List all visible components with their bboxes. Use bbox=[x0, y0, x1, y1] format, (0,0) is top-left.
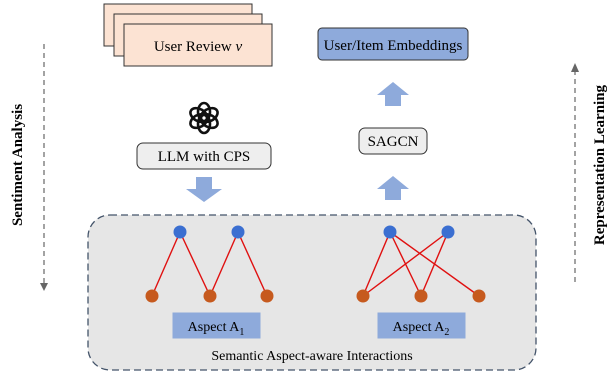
review-label: User Review v bbox=[154, 39, 243, 55]
sagcn-label: SAGCN bbox=[368, 134, 419, 150]
right-arrow-head bbox=[571, 63, 579, 72]
sagcn-box bbox=[358, 127, 428, 155]
embeddings-label: User/Item Embeddings bbox=[324, 38, 463, 54]
aspect-1-box bbox=[172, 312, 261, 339]
region-caption: Semantic Aspect-aware Interactions bbox=[211, 349, 412, 364]
left-arrow-head bbox=[40, 283, 48, 291]
item-node bbox=[260, 289, 274, 303]
aspect-1-label: Aspect A1 bbox=[188, 320, 245, 338]
edge bbox=[179, 231, 211, 297]
edge bbox=[209, 231, 239, 297]
review-card bbox=[123, 23, 273, 67]
left-label: Sentiment Analysis bbox=[10, 104, 26, 226]
user-node bbox=[173, 225, 187, 239]
aspect-2-graph bbox=[356, 225, 486, 303]
user-node bbox=[441, 225, 455, 239]
openai-logo-icon bbox=[189, 101, 219, 135]
up-arrow-embeddings bbox=[377, 82, 409, 106]
aspect-2-label: Aspect A2 bbox=[393, 320, 450, 338]
aspect-2-box bbox=[377, 312, 466, 339]
review-stack: User Review v bbox=[103, 3, 273, 67]
item-node bbox=[356, 289, 370, 303]
right-label: Representation Learning bbox=[592, 84, 608, 245]
up-arrow-sagcn bbox=[377, 176, 409, 200]
edge bbox=[420, 231, 449, 297]
llm-box bbox=[136, 142, 272, 170]
user-node bbox=[231, 225, 245, 239]
item-node bbox=[203, 289, 217, 303]
edge bbox=[237, 231, 268, 297]
embeddings-box bbox=[317, 27, 469, 61]
llm-label: LLM with CPS bbox=[158, 149, 251, 165]
item-node bbox=[145, 289, 159, 303]
edge bbox=[362, 231, 449, 297]
item-node bbox=[472, 289, 486, 303]
aspect-1-graph bbox=[145, 225, 274, 303]
down-arrow-llm bbox=[186, 177, 222, 202]
edge bbox=[362, 231, 391, 297]
user-node bbox=[383, 225, 397, 239]
item-node bbox=[414, 289, 428, 303]
edge bbox=[151, 231, 181, 297]
